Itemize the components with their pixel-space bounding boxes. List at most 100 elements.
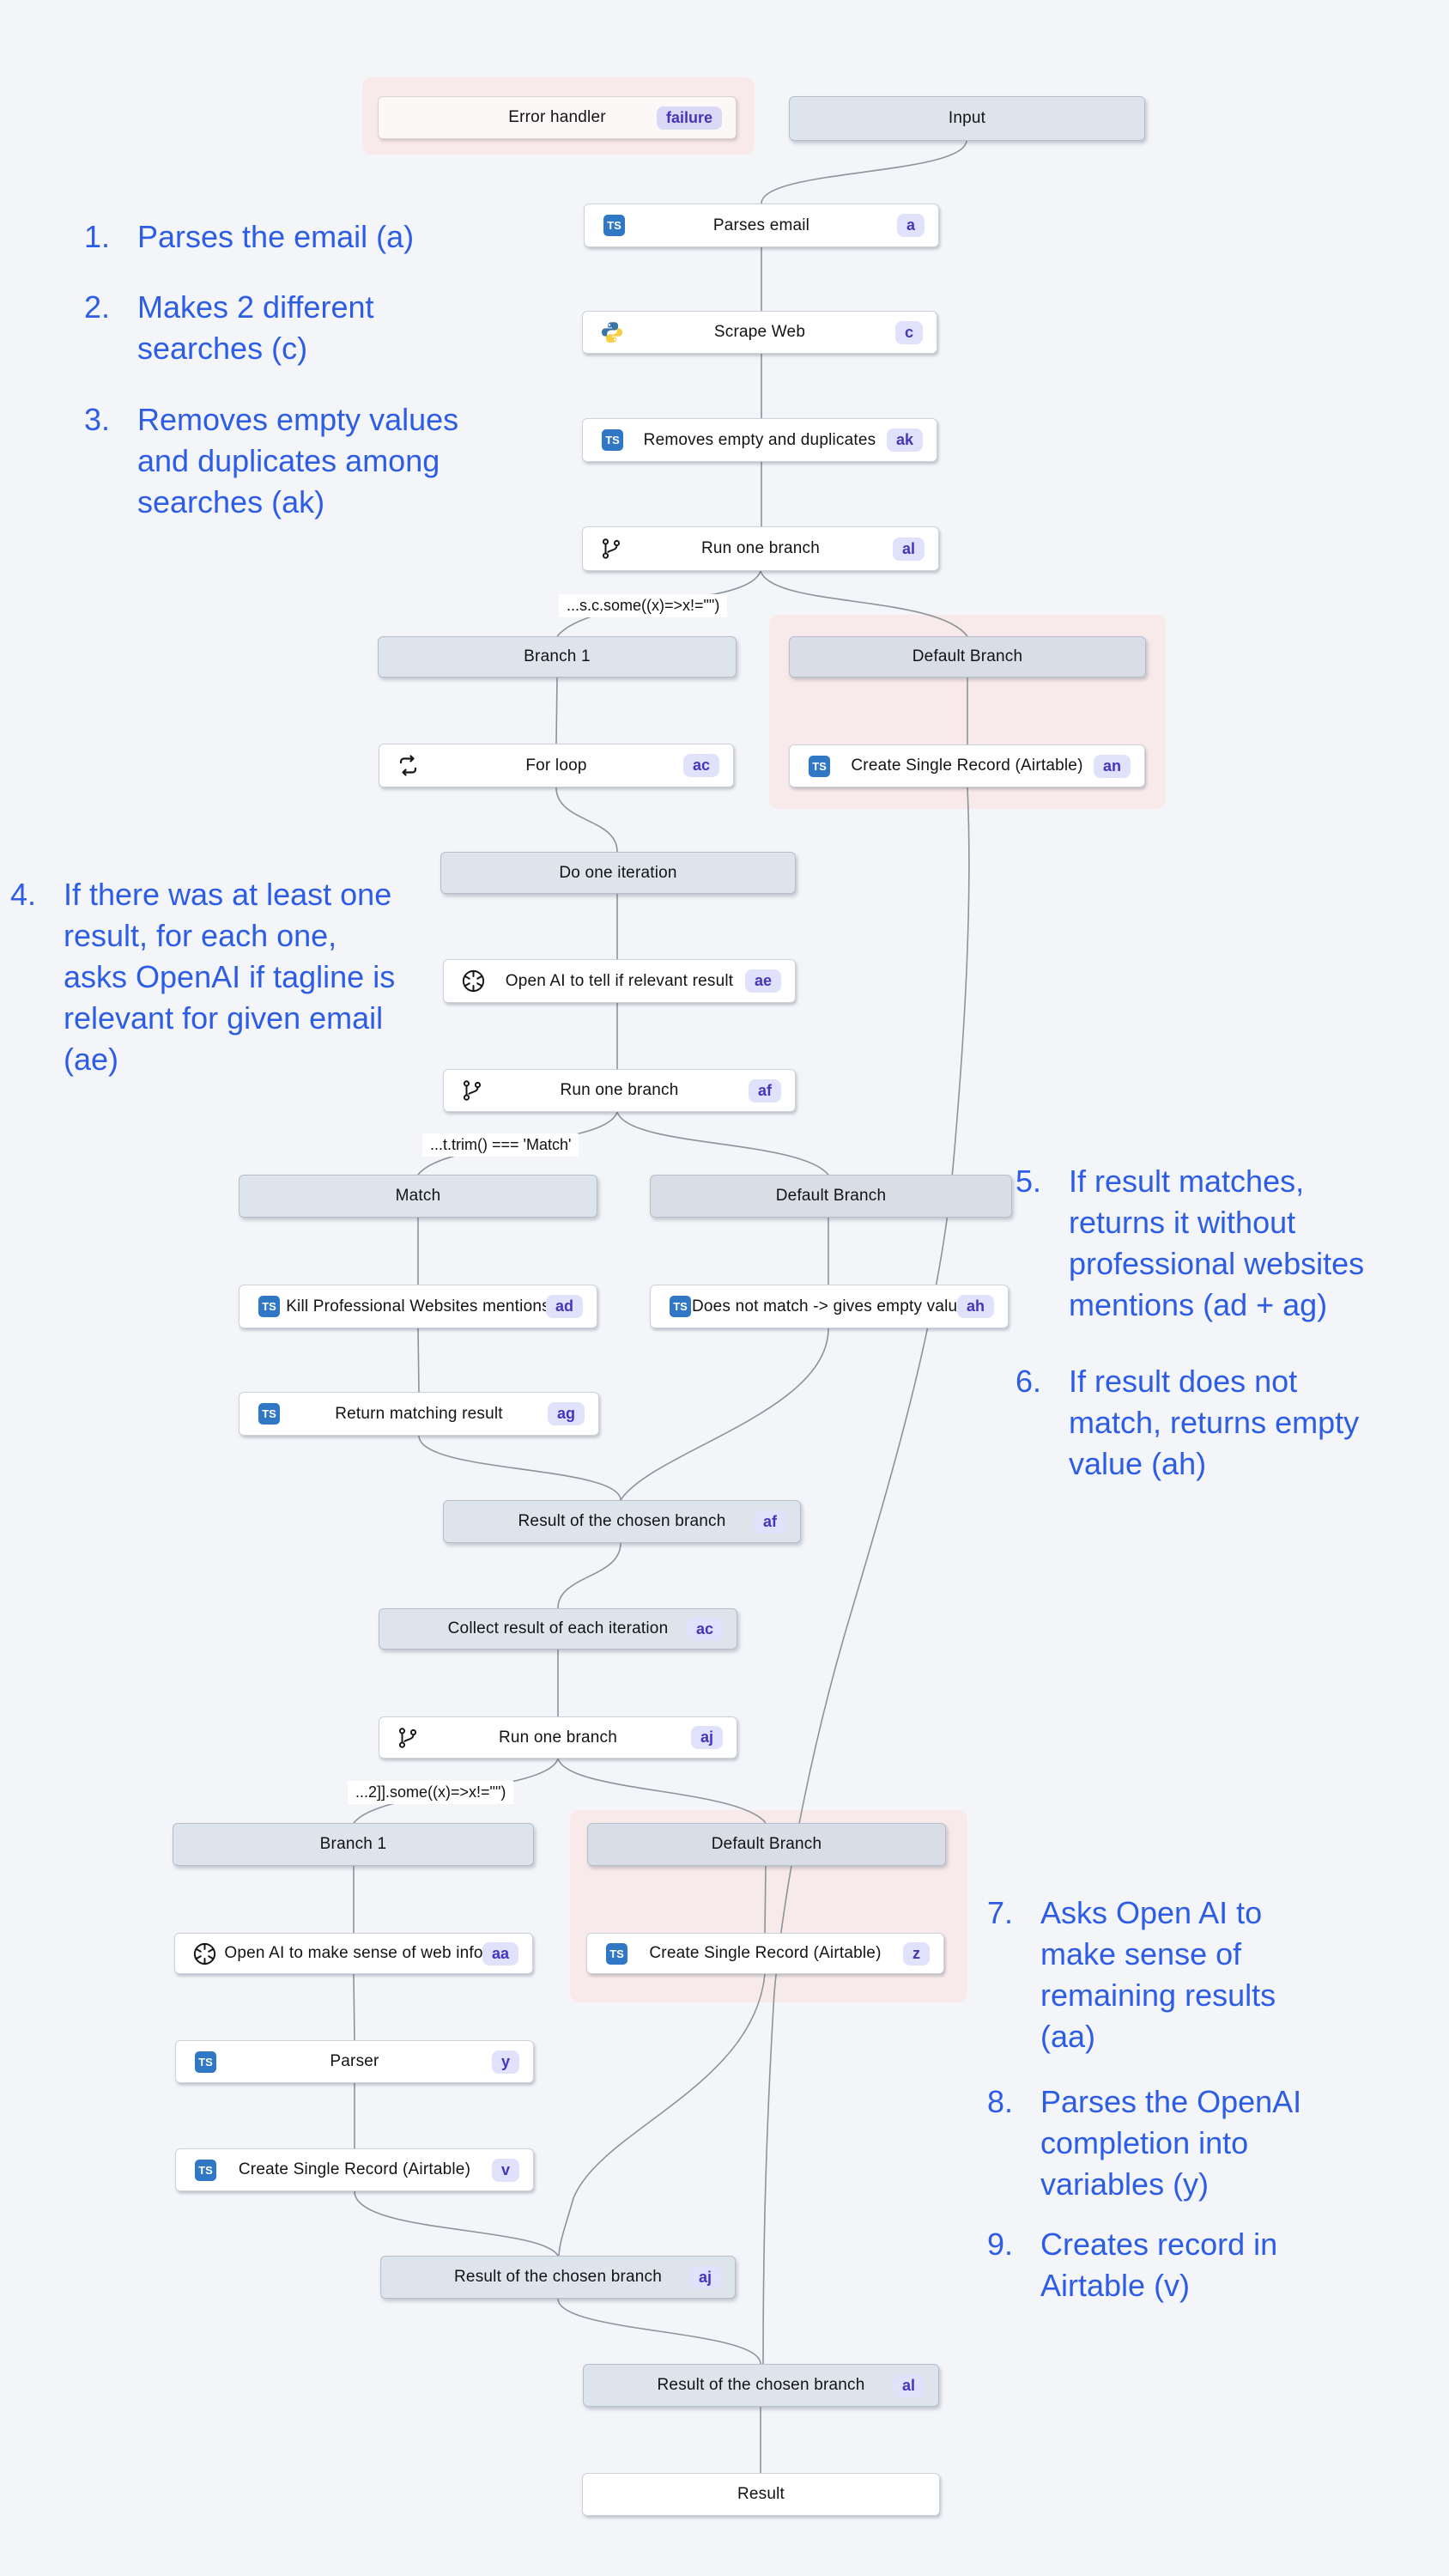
annotation-1: 1. Parses the email (a): [84, 216, 618, 258]
node-default-branch-bottom[interactable]: Default Branch: [587, 1823, 946, 1866]
node-badge: aa: [482, 1941, 518, 1965]
node-label: Kill Professional Websites mentions: [286, 1297, 550, 1315]
node-branch1-top[interactable]: Branch 1: [378, 636, 737, 677]
loop-icon: [397, 754, 420, 777]
condition-label-aj: ...2]].some((x)=>x!=""): [348, 1781, 514, 1804]
node-label: Create Single Record (Airtable): [851, 756, 1083, 775]
annotation-number: 1.: [84, 219, 111, 254]
edge-resultaf-collect: [557, 1542, 621, 1609]
node-do-one-iteration[interactable]: Do one iteration: [440, 852, 796, 894]
typescript-icon: TS: [606, 1942, 627, 1965]
node-label: Open AI to make sense of web info: [224, 1944, 483, 1962]
annotation-3: 3. Removes empty values and duplicates a…: [84, 399, 481, 523]
git-branch-icon: [397, 1727, 419, 1749]
node-scrape-web[interactable]: Scrape Web c: [582, 311, 937, 354]
node-create-record-z[interactable]: TS Create Single Record (Airtable) z: [586, 1933, 944, 1974]
node-badge: al: [892, 537, 925, 561]
node-create-record-v[interactable]: TS Create Single Record (Airtable) v: [175, 2148, 534, 2191]
edge-dnm-resultaf: [620, 1327, 829, 1501]
node-default-branch-top[interactable]: Default Branch: [789, 636, 1146, 677]
node-result-aj[interactable]: Result of the chosen branch aj: [380, 2256, 736, 2299]
node-label: Create Single Record (Airtable): [238, 2160, 471, 2178]
node-kill-mentions[interactable]: TS Kill Professional Websites mentions a…: [239, 1285, 597, 1328]
node-for-loop[interactable]: For loop ac: [379, 744, 734, 787]
node-branch1-bottom[interactable]: Branch 1: [173, 1823, 534, 1866]
node-badge: a: [896, 214, 925, 237]
annotation-text: Asks Open AI to make sense of remaining …: [1040, 1895, 1276, 2054]
annotation-4: 4. If there was at least one result, for…: [10, 874, 398, 1080]
node-run-one-branch-af[interactable]: Run one branch af: [443, 1069, 796, 1112]
annotation-text: Parses the email (a): [137, 219, 415, 254]
node-label: For loop: [525, 756, 587, 775]
node-label: Result of the chosen branch: [454, 2268, 662, 2286]
node-badge: c: [894, 320, 923, 344]
annotation-number: 3.: [84, 402, 111, 437]
node-label: Error handler: [508, 108, 606, 126]
typescript-icon: TS: [670, 1296, 691, 1317]
node-run-one-branch-al[interactable]: Run one branch al: [582, 526, 939, 571]
edge-createz-resultaj: [558, 1973, 766, 2257]
node-run-one-branch-aj[interactable]: Run one branch aj: [379, 1716, 737, 1759]
node-result-af[interactable]: Result of the chosen branch af: [443, 1500, 801, 1543]
edge-resultaj-resultal: [557, 2298, 761, 2365]
node-label: Result of the chosen branch: [518, 1512, 726, 1530]
node-result[interactable]: Result: [582, 2473, 940, 2516]
git-branch-icon: [461, 1079, 483, 1102]
node-label: Does not match -> gives empty value: [691, 1297, 967, 1315]
edge-openai-parser: [353, 1973, 355, 2041]
node-match-header[interactable]: Match: [239, 1175, 597, 1218]
annotation-number: 8.: [987, 2084, 1014, 2119]
annotation-7: 7. Asks Open AI to make sense of remaini…: [987, 1893, 1311, 2057]
node-badge: ah: [956, 1295, 994, 1318]
node-label: Removes empty and duplicates: [643, 430, 876, 449]
node-return-matching[interactable]: TS Return matching result ag: [239, 1392, 599, 1436]
node-badge: ac: [682, 754, 719, 777]
annotation-text: Creates record in Airtable (v): [1040, 2227, 1278, 2303]
typescript-icon: TS: [603, 215, 625, 236]
node-error-handler[interactable]: Error handler failure: [378, 96, 737, 139]
typescript-icon: TS: [258, 1403, 280, 1425]
edge-kill-return: [417, 1327, 420, 1393]
openai-icon: [192, 1941, 217, 1966]
node-label: Default Branch: [711, 1835, 822, 1853]
node-input[interactable]: Input: [789, 96, 1145, 141]
edge-runaf-default2: [616, 1111, 829, 1176]
node-result-al[interactable]: Result of the chosen branch al: [583, 2364, 939, 2407]
annotation-9: 9. Creates record in Airtable (v): [987, 2224, 1315, 2306]
node-parser[interactable]: TS Parser y: [175, 2040, 534, 2083]
edge-return-resultaf: [418, 1435, 621, 1501]
edge-input-parses: [761, 139, 967, 204]
condition-label-al: ...s.c.some((x)=>x!=""): [559, 594, 728, 617]
annotation-text: Removes empty values and duplicates amon…: [137, 402, 459, 519]
node-badge: af: [748, 1078, 781, 1103]
edge-forloop-doone: [555, 787, 618, 853]
node-openai-relevant[interactable]: Open AI to tell if relevant result ae: [443, 959, 796, 1003]
typescript-icon: TS: [258, 1296, 280, 1317]
node-default-branch-mid[interactable]: Default Branch: [650, 1175, 1012, 1218]
annotation-text: Parses the OpenAI completion into variab…: [1040, 2084, 1302, 2202]
node-label: Default Branch: [912, 647, 1023, 665]
annotation-number: 7.: [987, 1895, 1014, 1930]
node-label: Create Single Record (Airtable): [649, 1944, 882, 1962]
typescript-icon: TS: [809, 755, 830, 777]
annotation-8: 8. Parses the OpenAI completion into var…: [987, 2081, 1324, 2205]
node-badge: ag: [547, 1402, 585, 1425]
annotation-number: 9.: [987, 2227, 1014, 2262]
annotation-number: 6.: [1016, 1364, 1042, 1399]
node-removes-empty[interactable]: TS Removes empty and duplicates ak: [582, 418, 937, 462]
annotation-text: If result does not match, returns empty …: [1069, 1364, 1360, 1481]
node-openai-sense[interactable]: Open AI to make sense of web info aa: [174, 1933, 533, 1974]
node-badge: ad: [545, 1295, 583, 1318]
node-collect-results[interactable]: Collect result of each iteration ac: [379, 1608, 737, 1649]
node-does-not-match[interactable]: TS Does not match -> gives empty value a…: [650, 1285, 1009, 1328]
node-label: Match: [395, 1187, 441, 1205]
edge-runal-default: [760, 570, 968, 637]
node-label: Run one branch: [560, 1081, 679, 1099]
condition-label-af: ...t.trim() === 'Match': [422, 1133, 579, 1157]
node-parses-email[interactable]: TS Parses email a: [584, 204, 939, 247]
node-label: Input: [948, 109, 986, 127]
node-create-record-an[interactable]: TS Create Single Record (Airtable) an: [789, 744, 1145, 787]
python-icon: [600, 320, 624, 344]
annotation-6: 6. If result does not match, returns emp…: [1016, 1361, 1395, 1485]
node-badge: z: [903, 1941, 930, 1965]
